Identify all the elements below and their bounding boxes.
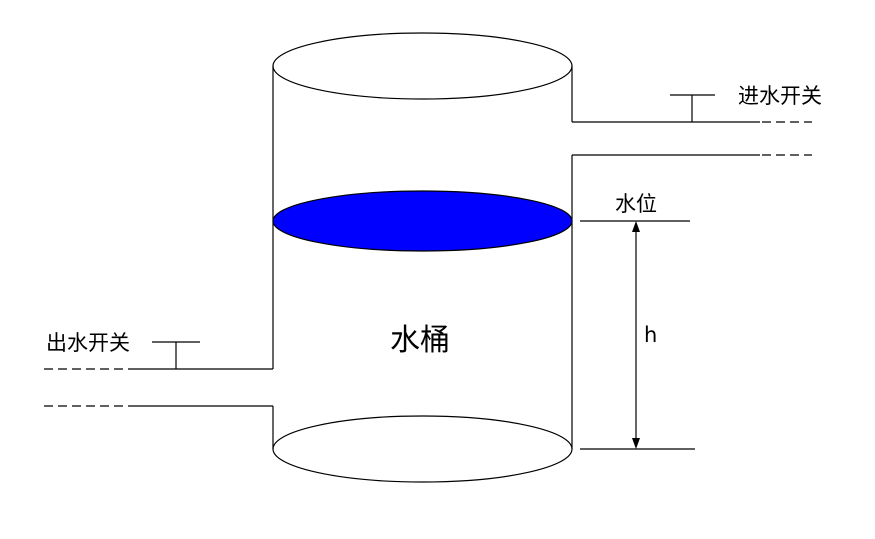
outlet-pipe xyxy=(44,368,273,407)
inlet-switch-label: 进水开关 xyxy=(738,84,822,108)
water-level-label: 水位 xyxy=(615,192,657,216)
inlet-pipe xyxy=(572,121,812,156)
inlet-switch-icon xyxy=(670,94,715,122)
bucket: 水桶 xyxy=(272,32,573,483)
bucket-top-ellipse xyxy=(272,32,573,100)
height-dimension-arrow xyxy=(632,221,640,449)
outlet-switch-icon xyxy=(152,341,200,369)
water-level-marker xyxy=(580,220,695,450)
outlet-switch-label: 出水开关 xyxy=(46,331,130,355)
water-surface xyxy=(272,190,573,252)
height-label: h xyxy=(644,323,657,347)
bucket-label: 水桶 xyxy=(390,323,450,358)
bucket-bottom-ellipse xyxy=(272,415,573,483)
